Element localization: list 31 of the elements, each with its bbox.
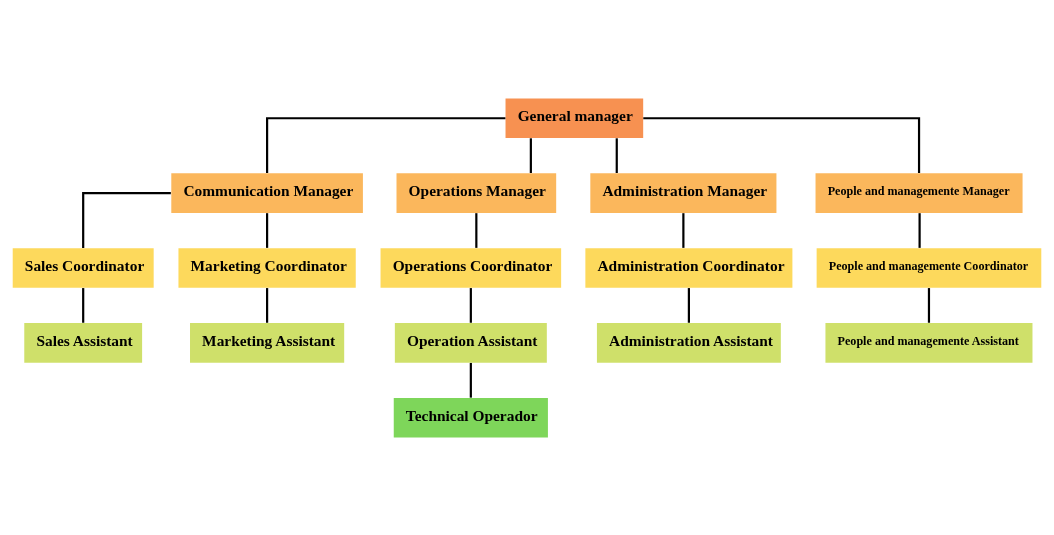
node-box: Administration Assistant xyxy=(596,322,781,363)
connector xyxy=(475,212,478,248)
connector xyxy=(529,137,532,173)
connector xyxy=(687,287,690,323)
connector xyxy=(469,362,472,398)
node-box: Operations Coordinator xyxy=(380,247,562,288)
node-box: People and managemente Coordinator xyxy=(816,247,1042,288)
connector xyxy=(469,287,472,323)
connector xyxy=(266,116,506,173)
node-box: Operations Manager xyxy=(396,172,557,213)
node-box: People and managemente Assistant xyxy=(825,322,1033,363)
connector xyxy=(82,287,85,323)
connector xyxy=(682,212,685,248)
node-box: Marketing Coordinator xyxy=(178,247,356,288)
node-box: Administration Manager xyxy=(590,172,777,213)
node-box: Administration Coordinator xyxy=(585,247,793,288)
node-box: Sales Coordinator xyxy=(12,247,154,288)
node-box: Communication Manager xyxy=(171,172,363,213)
connector xyxy=(918,212,921,248)
node-box: Operation Assistant xyxy=(394,322,547,363)
node-box: Technical Operador xyxy=(393,397,548,438)
connector xyxy=(266,287,269,323)
connector xyxy=(82,191,171,248)
node-box: General manager xyxy=(505,97,644,138)
node-box: People and managemente Manager xyxy=(815,172,1023,213)
connector xyxy=(266,212,269,248)
connector xyxy=(643,116,921,173)
connector xyxy=(615,137,618,173)
node-box: Sales Assistant xyxy=(24,322,143,363)
node-box: Marketing Assistant xyxy=(190,322,345,363)
connector xyxy=(927,287,931,323)
